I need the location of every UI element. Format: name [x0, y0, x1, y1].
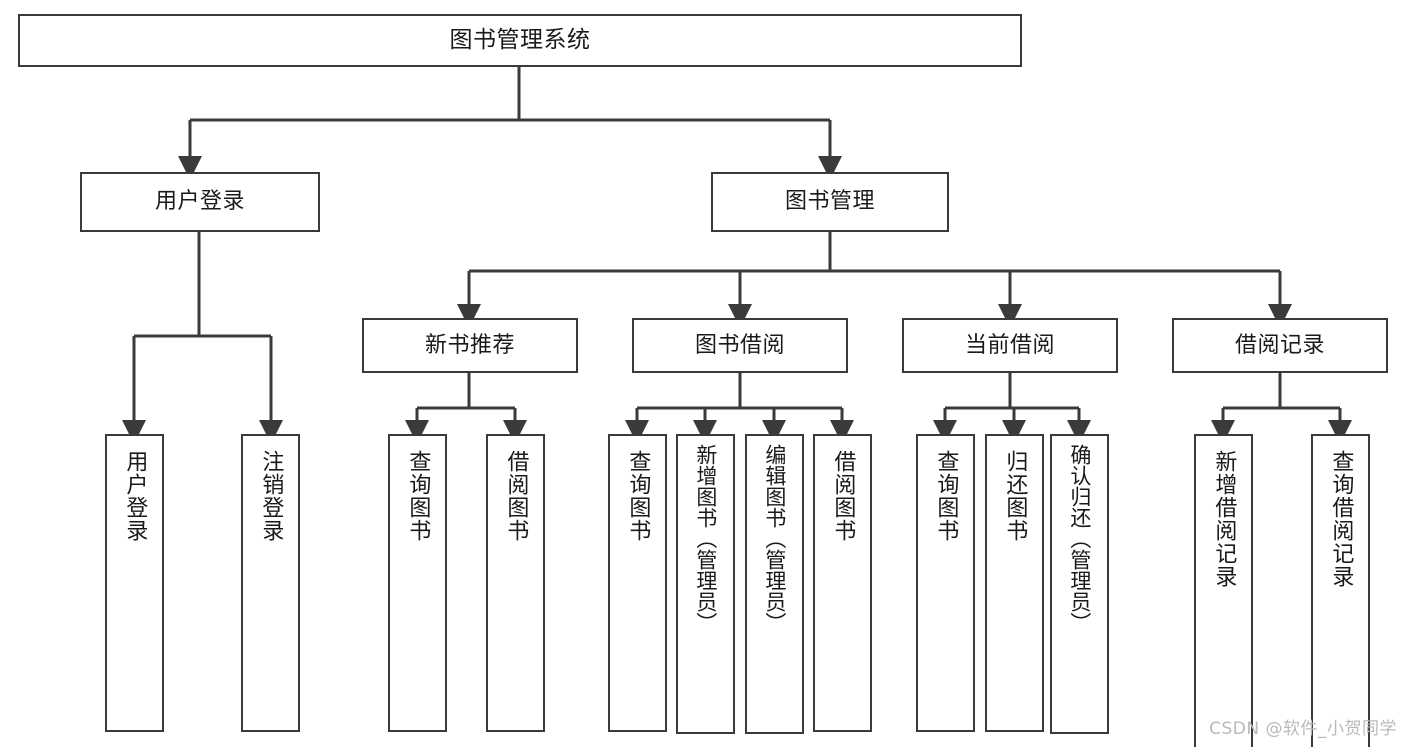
node-label: 归还图书 — [1002, 450, 1028, 542]
leaf-query-book-recommend[interactable]: 查询图书 — [388, 434, 447, 732]
node-book-management[interactable]: 图书管理 — [711, 172, 949, 232]
node-borrow-record[interactable]: 借阅记录 — [1172, 318, 1388, 373]
leaf-query-book-borrow[interactable]: 查询图书 — [608, 434, 667, 732]
node-user-login[interactable]: 用户登录 — [80, 172, 320, 232]
node-root-system[interactable]: 图书管理系统 — [18, 14, 1022, 67]
leaf-user-logout[interactable]: 注销登录 — [241, 434, 300, 732]
node-label: 借阅记录 — [1234, 332, 1325, 358]
node-label: 图书借阅 — [694, 332, 785, 358]
node-label: 查询图书 — [405, 450, 431, 542]
node-label: 当前借阅 — [964, 332, 1055, 358]
node-label: 新书推荐 — [424, 332, 515, 358]
node-label: 用户登录 — [154, 189, 245, 215]
node-label: 确认归还（管理员） — [1067, 444, 1092, 633]
leaf-query-book-current[interactable]: 查询图书 — [916, 434, 975, 732]
node-label: 注销登录 — [258, 450, 284, 542]
leaf-borrow-book[interactable]: 借阅图书 — [813, 434, 872, 732]
leaf-edit-book-admin[interactable]: 编辑图书（管理员） — [745, 434, 804, 734]
leaf-return-book[interactable]: 归还图书 — [985, 434, 1044, 732]
node-label: 图书管理 — [784, 189, 875, 215]
node-label: 图书管理系统 — [449, 27, 591, 54]
node-label: 新增图书（管理员） — [693, 444, 718, 633]
leaf-add-borrow-record[interactable]: 新增借阅记录 — [1194, 434, 1253, 747]
node-label: 查询借阅记录 — [1328, 450, 1354, 588]
node-label: 查询图书 — [625, 450, 651, 542]
leaf-add-book-admin[interactable]: 新增图书（管理员） — [676, 434, 735, 734]
node-label: 编辑图书（管理员） — [762, 444, 787, 633]
node-book-borrow[interactable]: 图书借阅 — [632, 318, 848, 373]
leaf-user-login[interactable]: 用户登录 — [105, 434, 164, 732]
node-label: 新增借阅记录 — [1211, 450, 1237, 588]
leaf-query-borrow-record[interactable]: 查询借阅记录 — [1311, 434, 1370, 747]
node-label: 用户登录 — [122, 450, 148, 542]
node-label: 查询图书 — [933, 450, 959, 542]
node-label: 借阅图书 — [830, 450, 856, 542]
node-new-book-recommend[interactable]: 新书推荐 — [362, 318, 578, 373]
leaf-confirm-return-admin[interactable]: 确认归还（管理员） — [1050, 434, 1109, 734]
node-current-borrow[interactable]: 当前借阅 — [902, 318, 1118, 373]
node-label: 借阅图书 — [503, 450, 529, 542]
leaf-borrow-book-recommend[interactable]: 借阅图书 — [486, 434, 545, 732]
csdn-watermark: CSDN @软件_小贺同学 — [1209, 719, 1397, 739]
